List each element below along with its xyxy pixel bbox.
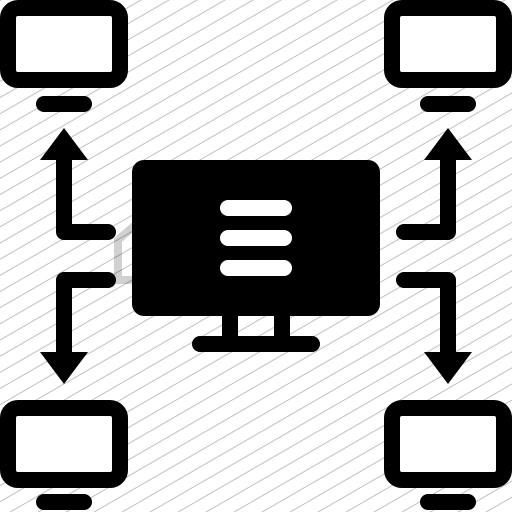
arrowhead-up-left: [40, 128, 88, 160]
server-line-1: [220, 200, 292, 216]
watermark-text: icon: [190, 205, 347, 279]
central-server-monitor-icon: [132, 160, 380, 352]
arrowhead-down-right: [424, 352, 472, 384]
arrowhead-down-left: [40, 352, 88, 384]
server-line-2: [220, 230, 292, 246]
arrow-up-left-icon: [56, 152, 116, 240]
arrow-down-right-icon: [396, 272, 456, 360]
monitor-top-right-icon: [384, 0, 512, 112]
arrow-up-right-icon: [396, 152, 456, 240]
monitor-bottom-right-icon: [384, 400, 512, 510]
monitor-top-left-icon: [0, 0, 128, 112]
arrowhead-up-right: [424, 128, 472, 160]
monitor-bottom-left-icon: [0, 400, 128, 510]
server-line-3: [220, 260, 292, 276]
arrow-down-left-icon: [56, 272, 116, 360]
